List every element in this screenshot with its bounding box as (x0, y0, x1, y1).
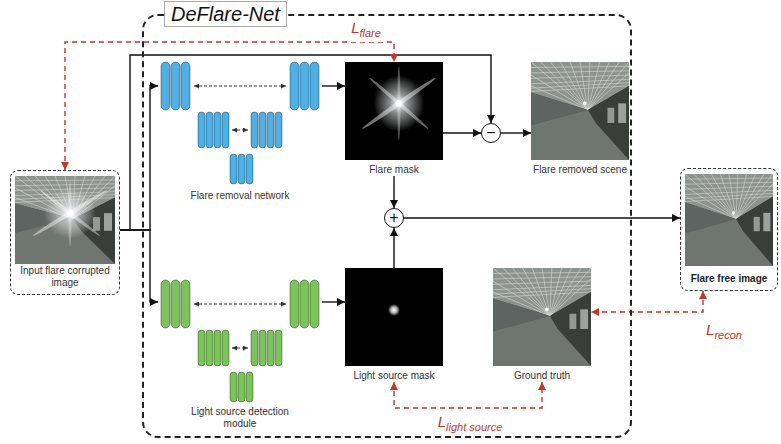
network-boundary: DeFlare-NetFlare removal networkFlare ma… (142, 14, 632, 438)
mask-background (345, 62, 443, 160)
flow-arrow (120, 55, 491, 230)
network-caption: Light source detection module (178, 406, 302, 430)
image-caption: Input flare corrupted image (15, 265, 115, 289)
loss-label: Llight source (436, 413, 505, 436)
flow-arrow (501, 132, 531, 133)
flare-removed-image (531, 62, 629, 160)
flare-free-image (685, 174, 773, 266)
light-source-mask-image (345, 268, 443, 366)
unet-blue (161, 62, 319, 184)
loss-label: Lflare (349, 19, 383, 42)
flare-pattern (361, 66, 436, 140)
image-area (345, 268, 443, 368)
image-area (158, 60, 322, 190)
ground-truth-image (493, 268, 591, 366)
loss-subscript: light source (446, 421, 502, 433)
flare-mask-image (345, 62, 443, 160)
operator-symbol: − (486, 125, 495, 141)
image-area (158, 276, 322, 406)
image-block: Light source mask (345, 268, 443, 382)
image-block: Ground truth (493, 268, 591, 382)
network-block: Light source detection module (158, 276, 322, 430)
input-image (15, 176, 115, 264)
image-block: Flare mask (345, 62, 443, 176)
loss-connector (591, 291, 703, 312)
loss-connector (394, 382, 542, 408)
input-image-box: Input flare corrupted image (10, 170, 120, 295)
network-caption: Flare removal network (158, 190, 322, 202)
image-block: Flare removed scene (531, 62, 629, 176)
network-block: Flare removal network (158, 60, 322, 202)
output-image-box: Flare free image (680, 168, 778, 291)
loss-subscript: recon (714, 329, 742, 341)
unet-green (161, 280, 319, 402)
flow-arrow (322, 85, 345, 86)
image-caption: Flare removed scene (509, 164, 651, 176)
input-image (15, 176, 115, 264)
operator-symbol: + (389, 210, 398, 226)
mask-background (345, 268, 443, 366)
image-area (11, 171, 119, 265)
image-caption: Flare free image (683, 273, 775, 285)
flare-overlay (32, 180, 109, 246)
flow-arrow (393, 176, 394, 208)
image-area (493, 268, 591, 368)
flow-arrow (120, 230, 158, 302)
subtract-operator: − (481, 123, 501, 143)
image-area (345, 62, 443, 162)
loss-subscript: flare (359, 27, 380, 39)
connectors (65, 42, 703, 408)
image-area (531, 62, 629, 162)
add-operator: + (384, 208, 404, 228)
light-dot (388, 304, 400, 316)
network-title: DeFlare-Net (164, 1, 287, 27)
image-caption: Light source mask (323, 370, 465, 382)
flow-arrow (404, 217, 680, 218)
flow-arrow (322, 301, 345, 302)
image-caption: Ground truth (471, 370, 613, 382)
flow-arrow (393, 228, 394, 268)
flow-arrow (443, 132, 481, 133)
image-caption: Flare mask (323, 164, 465, 176)
flow-arrow (120, 86, 158, 230)
image-area (681, 169, 777, 273)
loss-connector (65, 42, 394, 170)
loss-label: Lrecon (704, 321, 744, 344)
